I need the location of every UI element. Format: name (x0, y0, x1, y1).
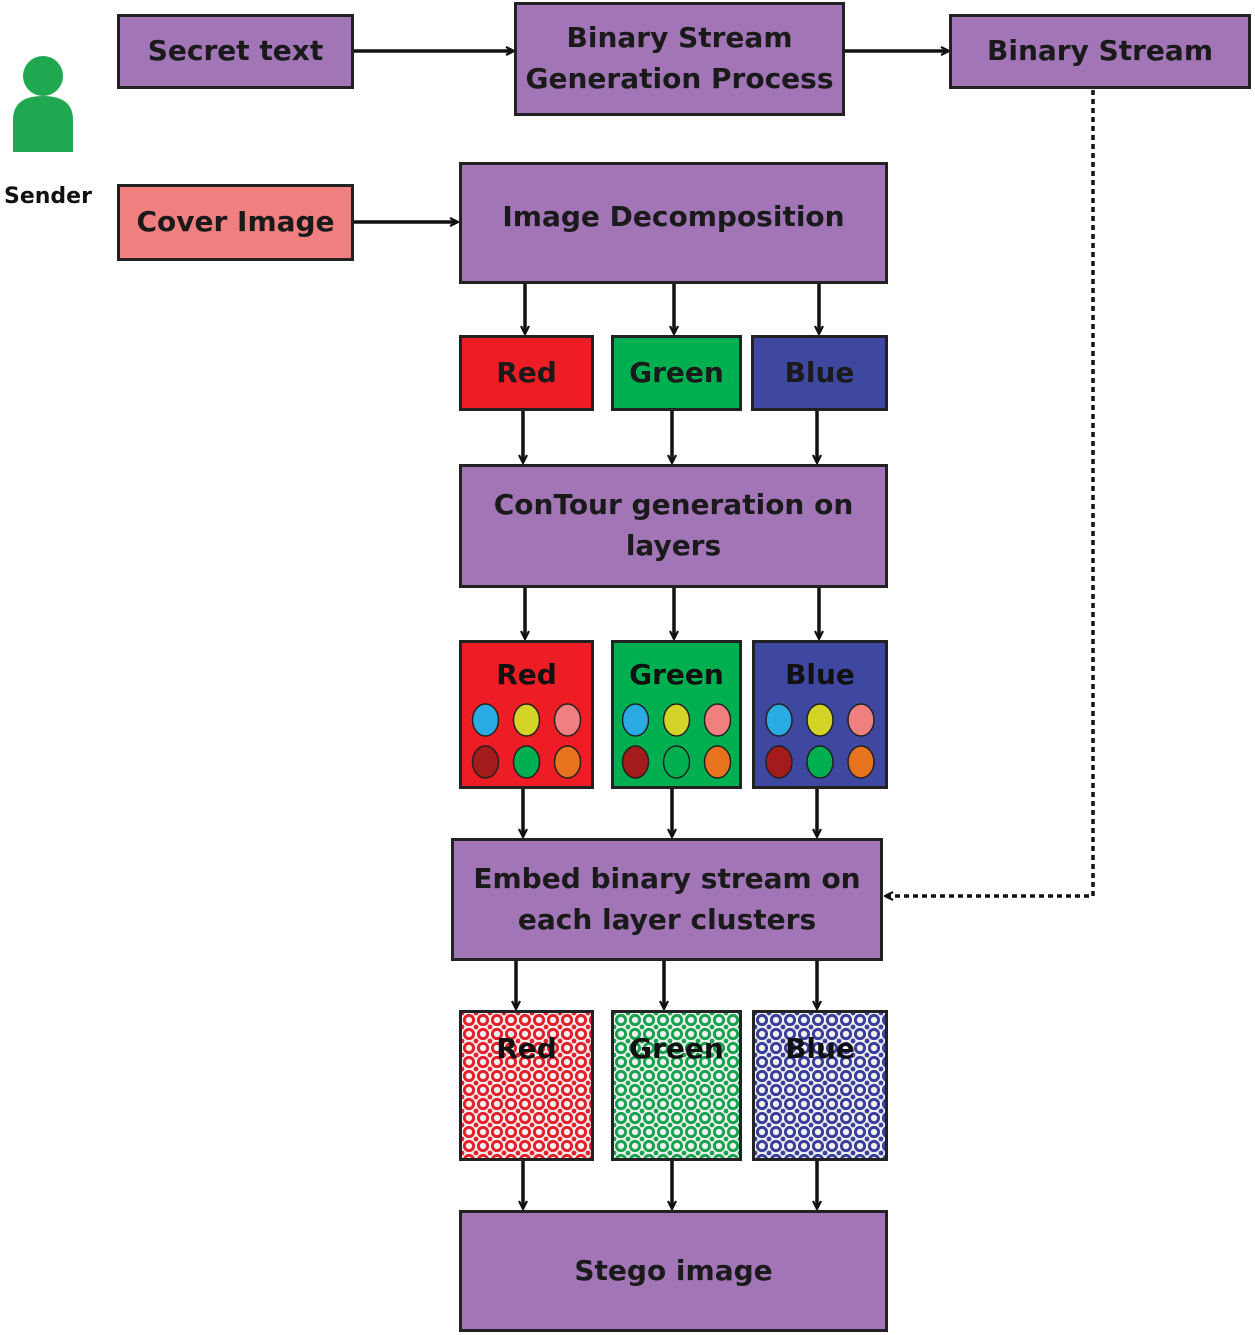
binary-stream-generation-node: Binary Stream Generation Process (514, 2, 845, 116)
sender-label: Sender (4, 184, 92, 209)
embed-node: Embed binary stream on each layer cluste… (451, 838, 883, 961)
stego-layer-green: Green (611, 1010, 742, 1161)
layer-blue-label: Blue (784, 355, 855, 389)
green-cluster-dot-1 (621, 703, 650, 737)
cluster-layer-blue: Blue (752, 640, 888, 789)
binary-stream-label: Binary Stream (987, 34, 1213, 68)
green-cluster-dot-3 (703, 703, 732, 737)
green-clusters (621, 703, 732, 779)
red-cluster-dot-4 (471, 745, 500, 779)
image-decomposition-label: Image Decomposition (502, 200, 845, 233)
layer-red: Red (459, 335, 594, 411)
layer-green: Green (611, 335, 742, 411)
red-cluster-dot-5 (512, 745, 541, 779)
cluster-layer-red-label: Red (496, 658, 557, 691)
contour-label-line1: ConTour generation on (493, 488, 854, 522)
binary-stream-node: Binary Stream (949, 14, 1251, 89)
layer-blue: Blue (751, 335, 888, 411)
stego-layer-blue: Blue (752, 1010, 888, 1161)
blue-clusters (765, 703, 875, 779)
stego-layer-red: Red (459, 1010, 594, 1161)
contour-label-line2: layers (625, 529, 722, 562)
layer-green-label: Green (629, 355, 724, 389)
secret-text-node: Secret text (117, 14, 354, 89)
cluster-layer-green-label: Green (629, 658, 724, 691)
green-cluster-dot-4 (621, 745, 650, 779)
generation-label-line1: Binary Stream (566, 21, 793, 55)
cluster-layer-red: Red (459, 640, 594, 789)
blue-cluster-dot-5 (806, 745, 834, 779)
contour-generation-node: ConTour generation on layers (459, 464, 888, 588)
generation-label-line2: Generation Process (525, 62, 834, 95)
cover-image-label: Cover Image (136, 205, 335, 239)
stego-image-label: Stego image (574, 1253, 773, 1287)
green-cluster-dot-5 (662, 745, 691, 779)
blue-cluster-dot-4 (765, 745, 793, 779)
green-cluster-dot-6 (703, 745, 732, 779)
embed-label-line2: each layer clusters (517, 902, 817, 936)
secret-text-label: Secret text (147, 34, 324, 68)
red-cluster-dot-6 (553, 745, 582, 779)
embed-label-line1: Embed binary stream on (473, 861, 861, 895)
red-clusters (471, 703, 582, 779)
red-cluster-dot-3 (553, 703, 582, 737)
red-cluster-dot-1 (471, 703, 500, 737)
blue-cluster-dot-1 (765, 703, 793, 737)
blue-cluster-dot-3 (847, 703, 875, 737)
cluster-layer-blue-label: Blue (785, 658, 855, 691)
stego-layer-green-label: Green (629, 1032, 724, 1065)
stego-layer-red-label: Red (496, 1032, 557, 1065)
blue-cluster-dot-2 (806, 703, 834, 737)
image-decomposition-node: Image Decomposition (459, 162, 888, 284)
red-cluster-dot-2 (512, 703, 541, 737)
layer-red-label: Red (496, 355, 557, 389)
green-cluster-dot-2 (662, 703, 691, 737)
cover-image-node: Cover Image (117, 184, 354, 261)
stego-image-node: Stego image (459, 1210, 888, 1332)
person-icon (13, 56, 73, 152)
dotted-arrow-stream-to-embed (886, 90, 1095, 896)
stego-layer-blue-label: Blue (785, 1032, 855, 1065)
cluster-layer-green: Green (611, 640, 742, 789)
blue-cluster-dot-6 (847, 745, 875, 779)
